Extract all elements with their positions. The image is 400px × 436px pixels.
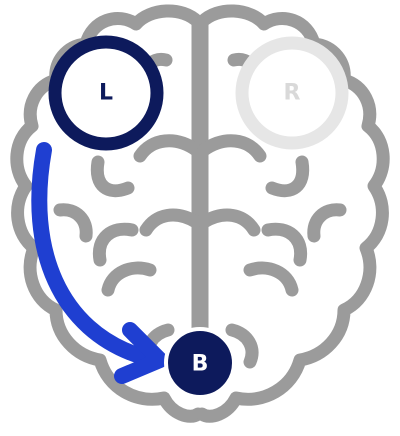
curved-arrow-icon [31, 142, 168, 384]
node-left-label: L [99, 81, 113, 106]
node-left: L [48, 35, 164, 151]
right-fold-6 [243, 261, 299, 297]
left-fold-3 [90, 155, 135, 198]
center-fissure [191, 17, 209, 337]
left-fold-6 [101, 261, 157, 297]
node-bottom-ring [164, 327, 236, 399]
left-fold-4 [139, 208, 203, 237]
left-fold-5 [92, 222, 139, 267]
node-right-label: R [284, 81, 301, 106]
right-fold-8 [225, 323, 259, 369]
left-fold-2 [133, 134, 203, 163]
node-left-ring [48, 35, 164, 151]
right-fold-2 [197, 134, 267, 163]
right-fold-3 [265, 155, 310, 198]
node-bottom-label: B [192, 352, 209, 377]
arrow-shaft [31, 142, 148, 364]
node-right-ring [235, 36, 349, 150]
arrow-head [114, 322, 168, 384]
right-fold-5 [261, 222, 308, 267]
right-fold-7 [307, 203, 347, 243]
node-bottom: B [164, 327, 236, 399]
right-hemisphere-outline [195, 4, 390, 423]
left-fold-7 [53, 203, 93, 243]
right-fold-4 [197, 208, 261, 237]
left-hemisphere-outline [10, 4, 205, 423]
node-right: R [235, 36, 349, 150]
